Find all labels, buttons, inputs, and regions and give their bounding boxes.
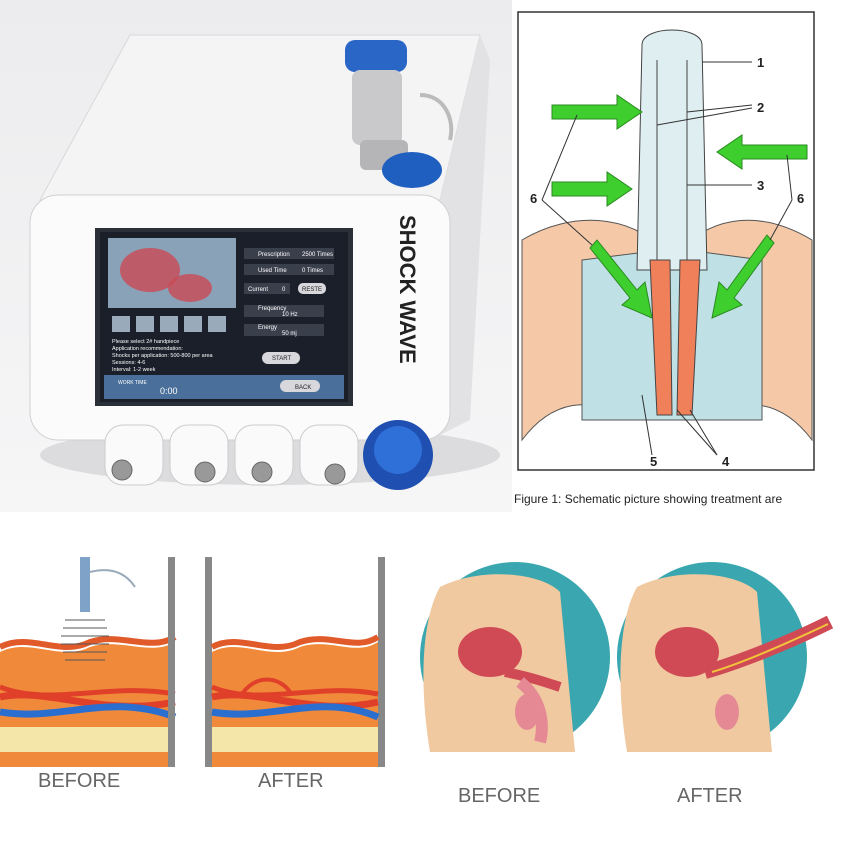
- schematic-diagram: 1 2 3 4 5 6 6 Figure 1: Schematic pictur…: [514, 11, 815, 506]
- device-photo-panel: Prescription 2500 Times Used Time 0 Time…: [0, 0, 512, 512]
- transmitter-head-4: [299, 424, 359, 486]
- handpiece-prompt: Please select 2# handpiece: [112, 339, 179, 345]
- corpus-cavernosum-right: [676, 259, 701, 416]
- frequency-field: [244, 305, 324, 317]
- label-5: 5: [650, 454, 657, 469]
- tissue-after-box: [205, 557, 385, 767]
- back-button[interactable]: [280, 380, 320, 392]
- label-3: 3: [757, 178, 764, 193]
- energy-value: 50 mj: [282, 331, 297, 337]
- current-field: [244, 283, 290, 294]
- corpus-cavernosum-left: [649, 259, 673, 416]
- frequency-label: Frequency: [258, 306, 286, 312]
- after-label-1: AFTER: [258, 770, 324, 792]
- current-value: 0: [282, 287, 286, 293]
- reset-label: RESTE: [302, 287, 322, 293]
- before-label-1: BEFORE: [38, 770, 120, 792]
- prescription-label: Prescription: [258, 252, 290, 258]
- anatomy-after-circle: [617, 562, 834, 752]
- shockwave-probe: [61, 557, 136, 661]
- transmitter-head-blue: [363, 420, 433, 490]
- transmitter-head-3: [234, 424, 294, 486]
- back-label: BACK: [295, 385, 311, 391]
- label-1: 1: [757, 55, 764, 70]
- schematic-panel: 1 2 3 4 5 6 6 Figure 1: Schematic pictur…: [512, 0, 850, 512]
- label-6-left: 6: [530, 191, 537, 206]
- treatment-arrows: [551, 94, 808, 319]
- anatomy-before-circle: [420, 562, 610, 752]
- used-time-field: [244, 264, 334, 275]
- start-label: START: [272, 356, 291, 362]
- illustration-panel: BEFORE AFTER BEFORE AFTER: [0, 512, 850, 850]
- penile-shaft: [636, 29, 708, 271]
- before-label-2: BEFORE: [458, 785, 540, 807]
- start-button[interactable]: [262, 352, 300, 364]
- label-2: 2: [757, 100, 764, 115]
- shocks-line: Shocks per application: 500-800 per area: [112, 353, 214, 359]
- label-6-right: 6: [797, 191, 804, 206]
- device-photo: Prescription 2500 Times Used Time 0 Time…: [29, 34, 500, 490]
- handpiece[interactable]: [345, 40, 454, 188]
- recommendation-title: Application recommendation:: [112, 346, 183, 352]
- interval-line: Interval: 1-2 week: [112, 367, 156, 373]
- used-time-value: 0 Times: [302, 268, 323, 274]
- after-label-2: AFTER: [677, 785, 743, 807]
- work-time-value: 0:00: [160, 386, 178, 396]
- energy-label: Energy: [258, 325, 277, 331]
- frequency-value: 10 Hz: [282, 312, 298, 318]
- current-label: Current: [248, 287, 268, 293]
- work-time-label: WORK TIME: [118, 380, 147, 386]
- energy-field: [244, 324, 324, 336]
- transmitter-head-2: [169, 424, 229, 486]
- tissue-before-box: [0, 557, 177, 767]
- transmitter-heads[interactable]: [104, 420, 433, 490]
- transmitter-head-1: [104, 424, 164, 486]
- label-4: 4: [722, 454, 730, 469]
- handpiece-selector[interactable]: [112, 316, 226, 332]
- figure-caption: Figure 1: Schematic picture showing trea…: [514, 492, 782, 506]
- used-time-label: Used Time: [258, 268, 287, 274]
- prescription-field: [244, 248, 334, 259]
- brand-text: SHOCK WAVE: [395, 215, 420, 364]
- before-after-illustration: BEFORE AFTER BEFORE AFTER: [0, 557, 834, 807]
- sessions-line: Sessions: 4-6: [112, 360, 145, 366]
- reset-button[interactable]: [298, 283, 326, 294]
- prescription-value: 2500 Times: [302, 252, 333, 258]
